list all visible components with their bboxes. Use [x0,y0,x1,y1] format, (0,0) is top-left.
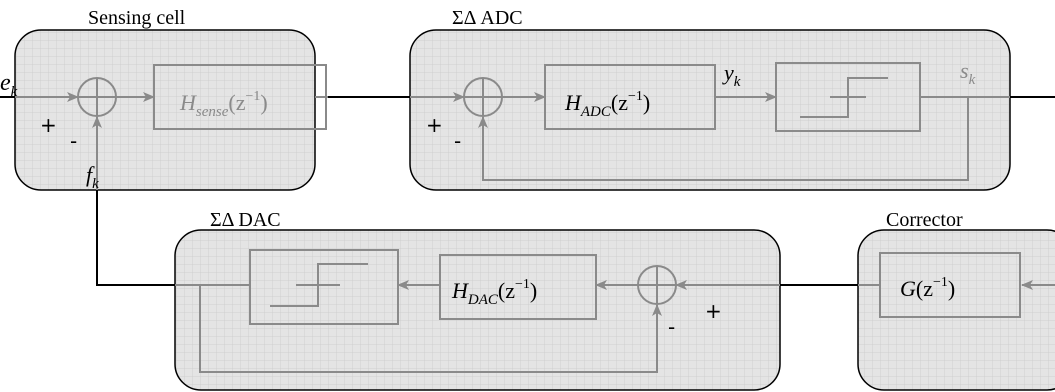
dac-plus-sign: + [705,299,722,323]
h-dac-label: HDAC(z−1) [451,277,537,308]
dac-title: ΣΔ DAC [210,209,281,231]
adc-mid-signal-label: yk [722,60,741,90]
h-adc-label: HADC(z−1) [564,89,650,120]
adc-wires [410,92,1010,181]
sensing-summing-junction [77,77,117,117]
dac-wires [175,280,780,373]
adc-minus-sign: - [454,129,461,153]
feedback-signal-label: fk [86,162,99,192]
corrector-panel [857,229,1055,391]
outside-wires [0,96,1055,286]
h-sense-block [153,64,327,130]
adc-panel [409,29,1011,191]
h-adc-block [544,64,716,130]
sensing-cell-panel [14,29,316,191]
h-sense-label: Hsense(z−1) [179,89,268,120]
output-signal-label: sk [960,58,976,88]
sense-minus-sign: - [70,129,77,153]
dac-minus-sign: - [668,315,675,339]
sense-plus-sign: + [40,113,57,137]
h-dac-block [439,254,597,320]
dac-summing-junction [637,265,677,305]
g-corrector-label: G(z−1) [900,275,955,301]
adc-plus-sign: + [426,113,443,137]
dac-panel [174,229,781,391]
sensing-cell-title: Sensing cell [88,7,186,29]
adc-quantizer-block [775,62,921,132]
adc-summing-junction [463,77,503,117]
adc-title: ΣΔ ADC [452,7,523,29]
input-signal-label: ek [0,70,18,100]
g-corrector-block [879,252,1021,318]
corrector-title: Corrector [886,209,963,231]
dac-quantizer-block [249,249,399,325]
